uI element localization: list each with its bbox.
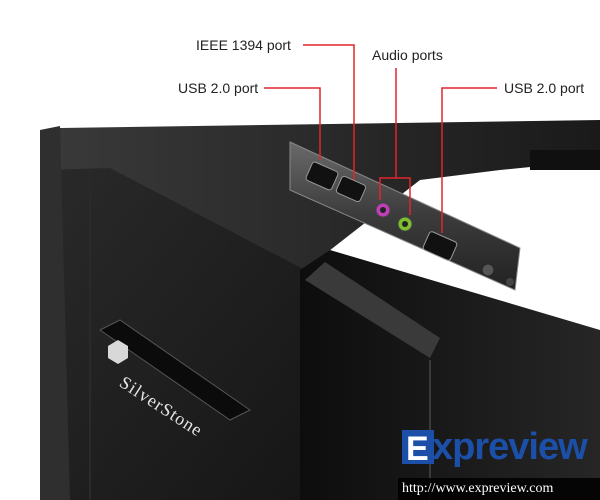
callout-lines: [264, 44, 497, 233]
brand-plate-bg: [99, 319, 251, 421]
case-left-edge: [40, 126, 70, 500]
usb-port-left-label: USB 2.0 port: [178, 80, 259, 96]
expreview-initial: E: [406, 430, 429, 468]
silverstone-plate: [99, 319, 251, 421]
expreview-url: http://www.expreview.com: [402, 481, 554, 496]
watermark-url-bar: [398, 478, 600, 500]
pc-case: [40, 120, 600, 500]
usb-port-left: [305, 161, 339, 191]
expreview-wordmark: xpreview: [432, 426, 588, 468]
audio-port-mic-hole: [380, 207, 386, 213]
callout-line-usb-left: [264, 87, 321, 160]
callout-line-ieee: [303, 44, 355, 180]
ieee1394-port: [335, 175, 367, 203]
io-bay: [289, 141, 521, 291]
audio-ports-label: Audio ports: [372, 47, 443, 63]
case-front-panel: [40, 168, 305, 500]
expreview-e-box: [402, 430, 434, 464]
callout-line-audio-branch: [396, 177, 411, 215]
usb-port-right-label: USB 2.0 port: [504, 80, 585, 96]
case-bevel: [305, 262, 440, 358]
usb-port-right: [422, 231, 458, 261]
audio-port-headphone-hole: [402, 221, 408, 227]
callout-line-usb-right: [441, 87, 497, 233]
snowflake-logo: [108, 340, 128, 364]
io-led: [506, 278, 514, 286]
top-vent: [530, 150, 600, 170]
callout-line-audio: [379, 68, 397, 200]
expreview-logo-badge: E: [398, 430, 600, 500]
io-button: [481, 263, 495, 277]
ieee1394-port-label: IEEE 1394 port: [196, 37, 291, 53]
